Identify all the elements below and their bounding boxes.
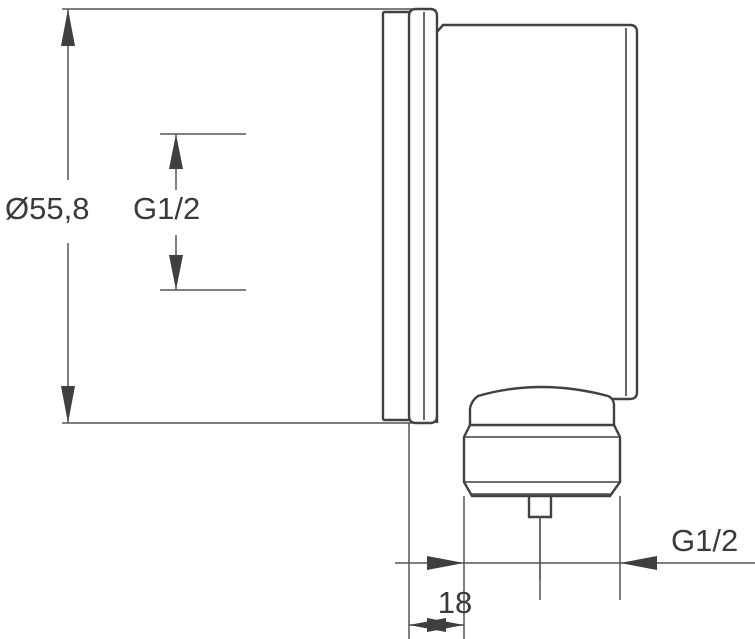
depth-dimension-label: 18 bbox=[438, 585, 472, 620]
inlet-arrow-down-icon bbox=[169, 255, 183, 290]
inlet-thread-dimension-line bbox=[169, 134, 183, 290]
outlet-arrow-left-icon bbox=[620, 556, 657, 570]
outlet-spigot-outline bbox=[527, 496, 553, 519]
inlet-thread-dimension-label: G1/2 bbox=[133, 191, 200, 226]
inlet-arrow-up-icon bbox=[169, 134, 183, 169]
diameter-dimension-label: Ø55,8 bbox=[5, 191, 89, 226]
outlet-spigot bbox=[527, 496, 553, 519]
diameter-dimension-line bbox=[61, 9, 75, 423]
outlet-shoulder bbox=[468, 385, 616, 425]
outlet-thread-dimension-label: G1/2 bbox=[671, 523, 738, 558]
main-body-outline-upper bbox=[436, 23, 639, 401]
outlet-nut bbox=[462, 423, 622, 498]
bottom-extension-lines bbox=[408, 423, 621, 639]
outlet-thread-dimension-line bbox=[395, 556, 755, 570]
escutcheon-plate bbox=[381, 10, 409, 422]
diameter-arrow-up-icon bbox=[61, 9, 75, 46]
depth-dimension-line bbox=[409, 618, 464, 632]
flange-plate-outline bbox=[407, 7, 439, 425]
inlet-thread-extension-lines bbox=[160, 133, 246, 291]
diameter-arrow-down-icon bbox=[61, 386, 75, 423]
depth-arrow-right-icon bbox=[427, 618, 464, 632]
outlet-nut-outline bbox=[462, 423, 622, 498]
outlet-arrow-right-icon bbox=[427, 556, 464, 570]
flange-plate bbox=[407, 7, 439, 425]
diameter-extension-lines bbox=[62, 8, 412, 424]
main-body bbox=[435, 23, 639, 423]
outlet-shoulder-curve bbox=[468, 385, 616, 409]
